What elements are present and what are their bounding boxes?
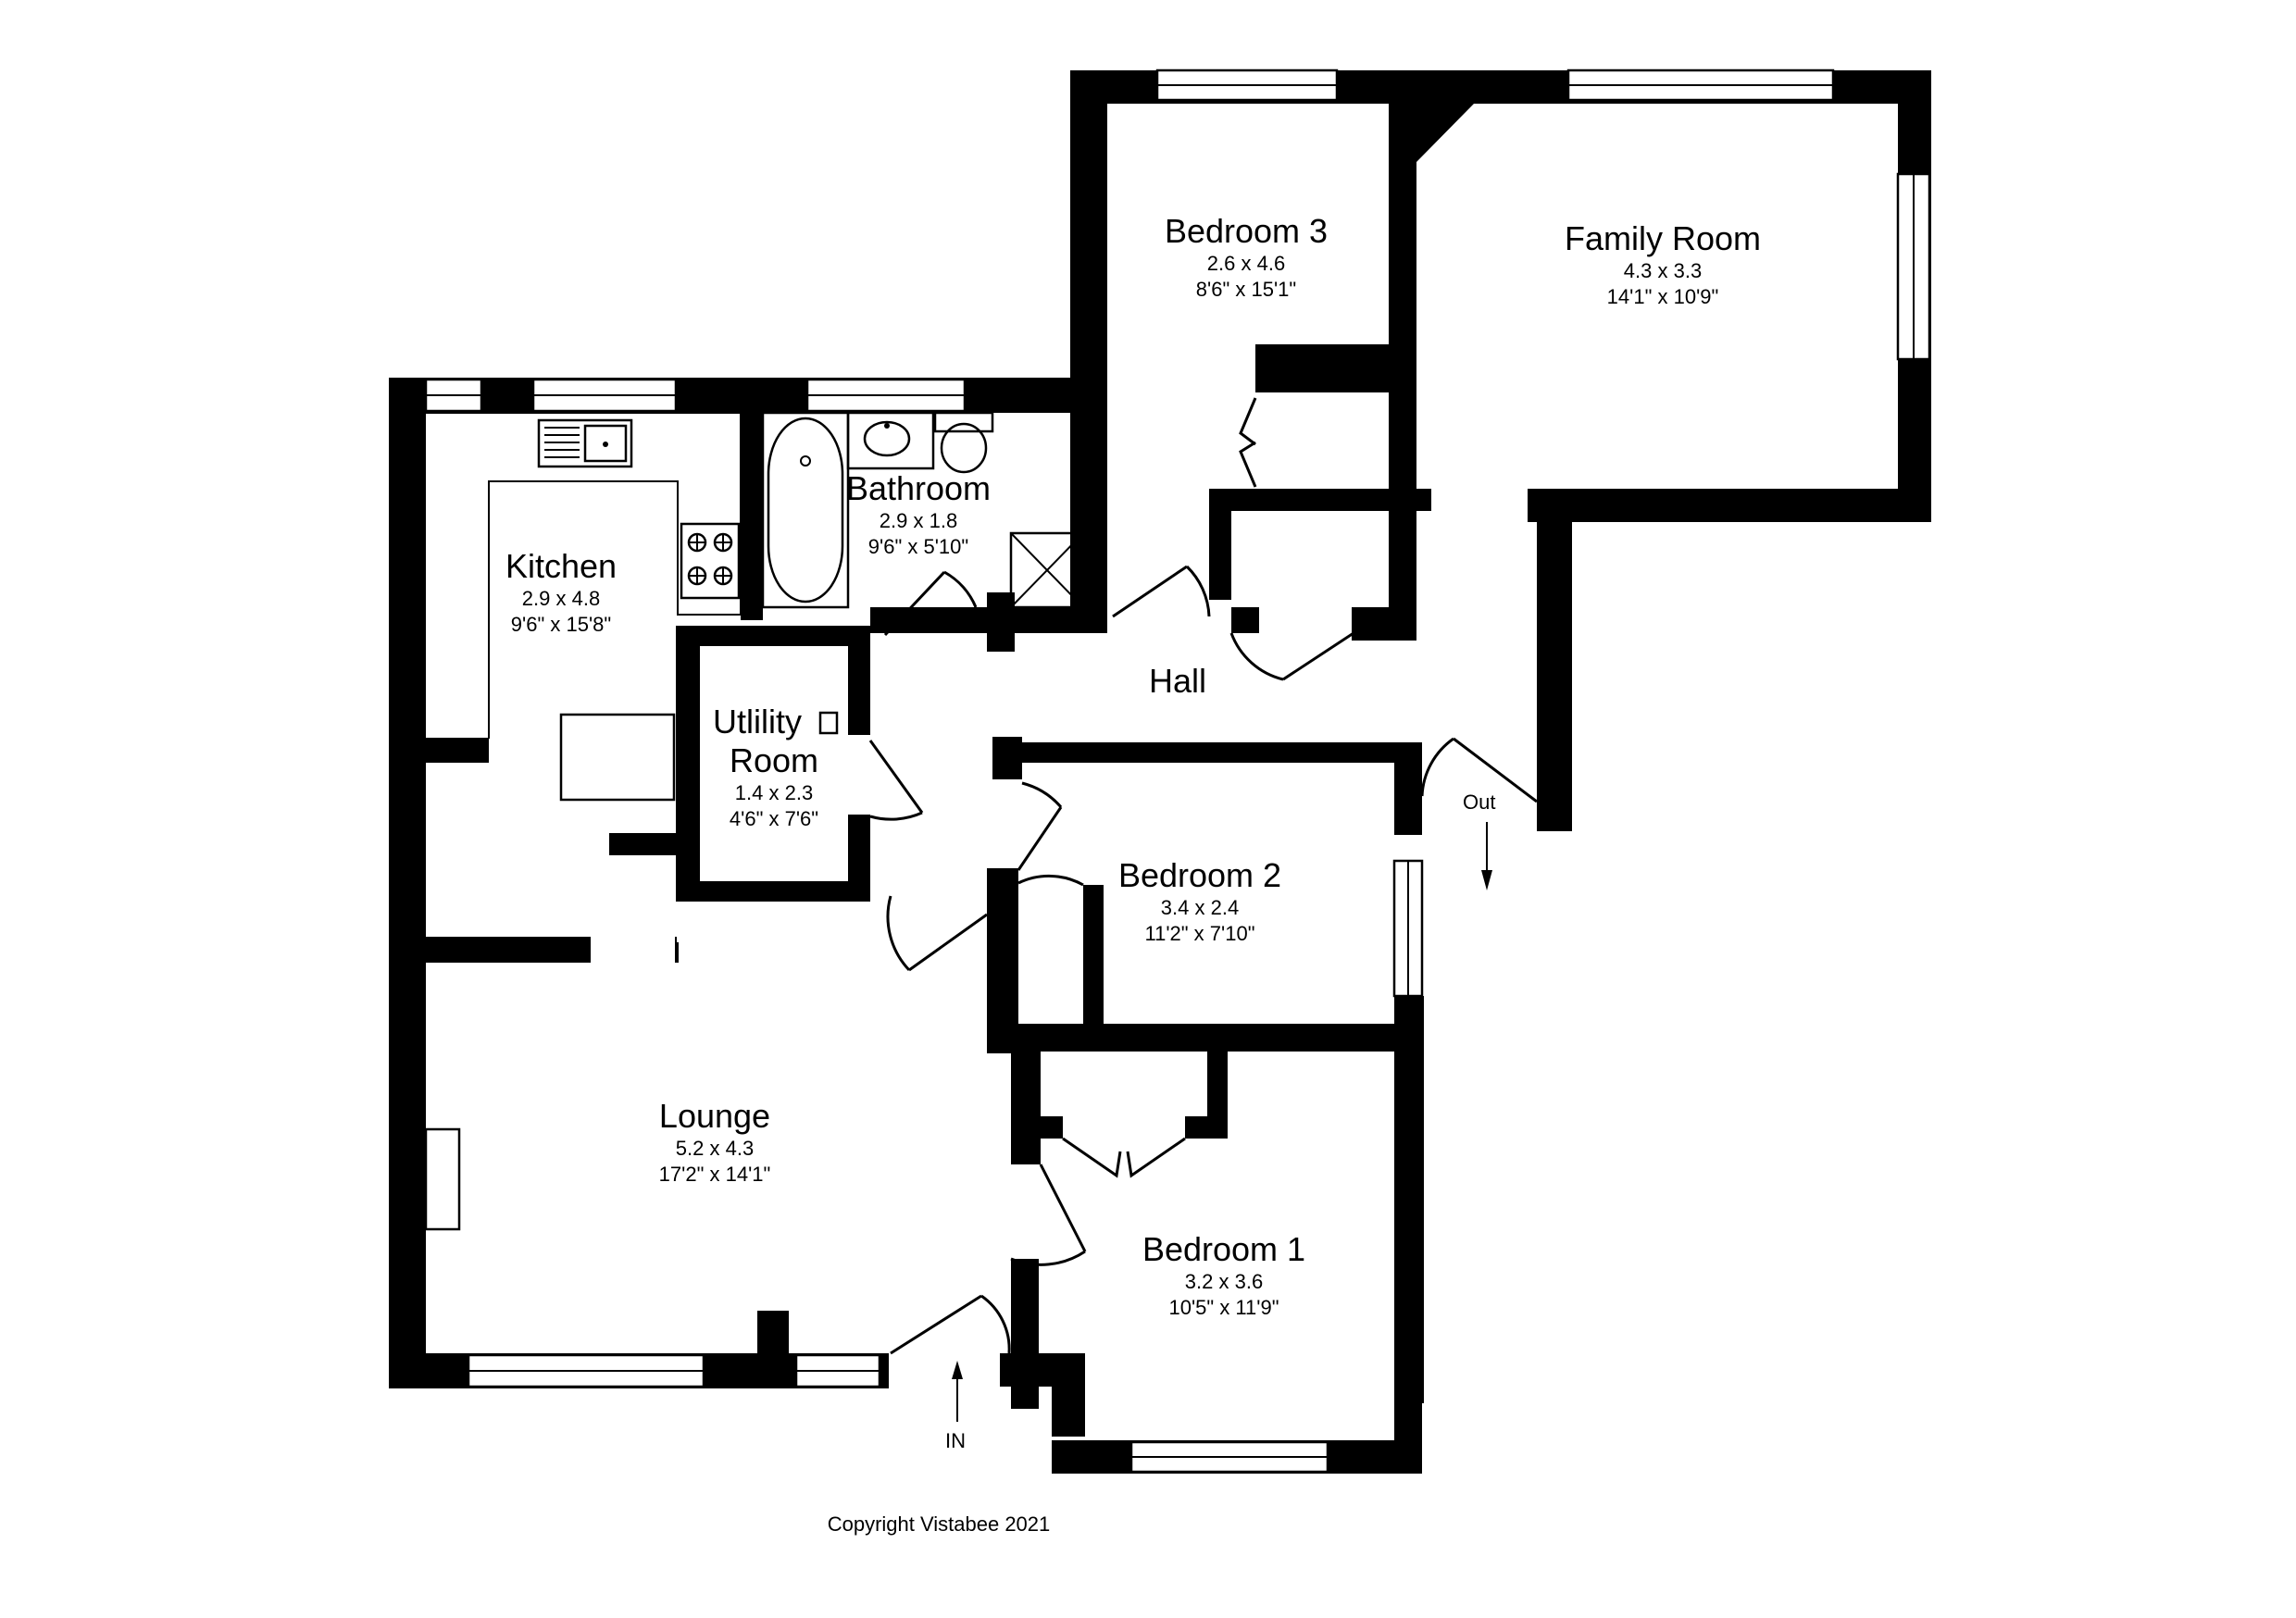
room-metric: 3.4 x 2.4: [1161, 896, 1239, 919]
room-name: Bedroom 3: [1165, 212, 1328, 250]
toilet-icon: [933, 411, 994, 474]
room-imperial: 9'6" x 15'8": [511, 613, 611, 636]
room-imperial: 9'6" x 5'10": [868, 535, 968, 558]
bedroom2-label: Bedroom 2 3.4 x 2.4 11'2" x 7'10": [1118, 856, 1281, 945]
room-metric: 1.4 x 2.3: [735, 781, 813, 804]
doors: [868, 397, 1538, 1355]
kitchen-worktop: [426, 412, 742, 739]
room-name-line2: Room: [730, 741, 818, 779]
bedroom1-label: Bedroom 1 3.2 x 3.6 10'5" x 11'9": [1142, 1230, 1305, 1319]
kitchen-table: [559, 713, 676, 802]
room-imperial: 4'6" x 7'6": [730, 807, 818, 830]
room-metric: 5.2 x 4.3: [676, 1137, 754, 1160]
room-name: Bedroom 2: [1118, 856, 1281, 894]
entrance-label: IN: [945, 1429, 966, 1452]
kitchen-sink-icon: [537, 418, 633, 468]
exit-arrow-icon: [1481, 822, 1492, 890]
lounge-label: Lounge 5.2 x 4.3 17'2" x 14'1": [659, 1097, 771, 1186]
exit-label: Out: [1463, 790, 1495, 814]
shower-tray-icon: [1009, 531, 1085, 609]
fireplace-icon: [424, 1127, 461, 1231]
room-imperial: 10'5" x 11'9": [1168, 1296, 1279, 1319]
room-metric: 2.9 x 1.8: [880, 509, 957, 532]
windows: [424, 68, 1931, 1474]
bathroom-label: Bathroom 2.9 x 1.8 9'6" x 5'10": [846, 469, 991, 558]
room-metric: 4.3 x 3.3: [1624, 259, 1702, 282]
room-imperial: 17'2" x 14'1": [659, 1163, 771, 1186]
room-imperial: 14'1" x 10'9": [1607, 285, 1719, 308]
bathtub-icon: [761, 411, 850, 609]
room-name-line1: Utlility: [713, 703, 802, 741]
hall-label: Hall: [1149, 662, 1206, 700]
room-metric: 2.9 x 4.8: [522, 587, 600, 610]
room-name: Bedroom 1: [1142, 1230, 1305, 1268]
basin-icon: [846, 411, 935, 470]
fixtures: [424, 411, 1085, 1231]
entrance-arrow-icon: [952, 1361, 963, 1422]
family-room-label: Family Room 4.3 x 3.3 14'1" x 10'9": [1565, 219, 1761, 308]
room-name: Kitchen: [505, 547, 617, 585]
hob-icon: [680, 522, 741, 600]
kitchen-label: Kitchen 2.9 x 4.8 9'6" x 15'8": [505, 547, 617, 636]
copyright-text: Copyright Vistabee 2021: [828, 1512, 1051, 1536]
room-imperial: 11'2" x 7'10": [1144, 922, 1254, 945]
utility-room-label: Utlility Room 1.4 x 2.3 4'6" x 7'6": [713, 703, 818, 830]
room-metric: 3.2 x 3.6: [1185, 1270, 1263, 1293]
room-name: Family Room: [1565, 219, 1761, 257]
utility-appliance-icon: [818, 711, 839, 735]
bedroom3-label: Bedroom 3 2.6 x 4.6 8'6" x 15'1": [1165, 212, 1328, 301]
room-name: Bathroom: [846, 469, 991, 507]
room-name: Lounge: [659, 1097, 770, 1135]
room-metric: 2.6 x 4.6: [1207, 252, 1285, 275]
room-imperial: 8'6" x 15'1": [1196, 278, 1296, 301]
